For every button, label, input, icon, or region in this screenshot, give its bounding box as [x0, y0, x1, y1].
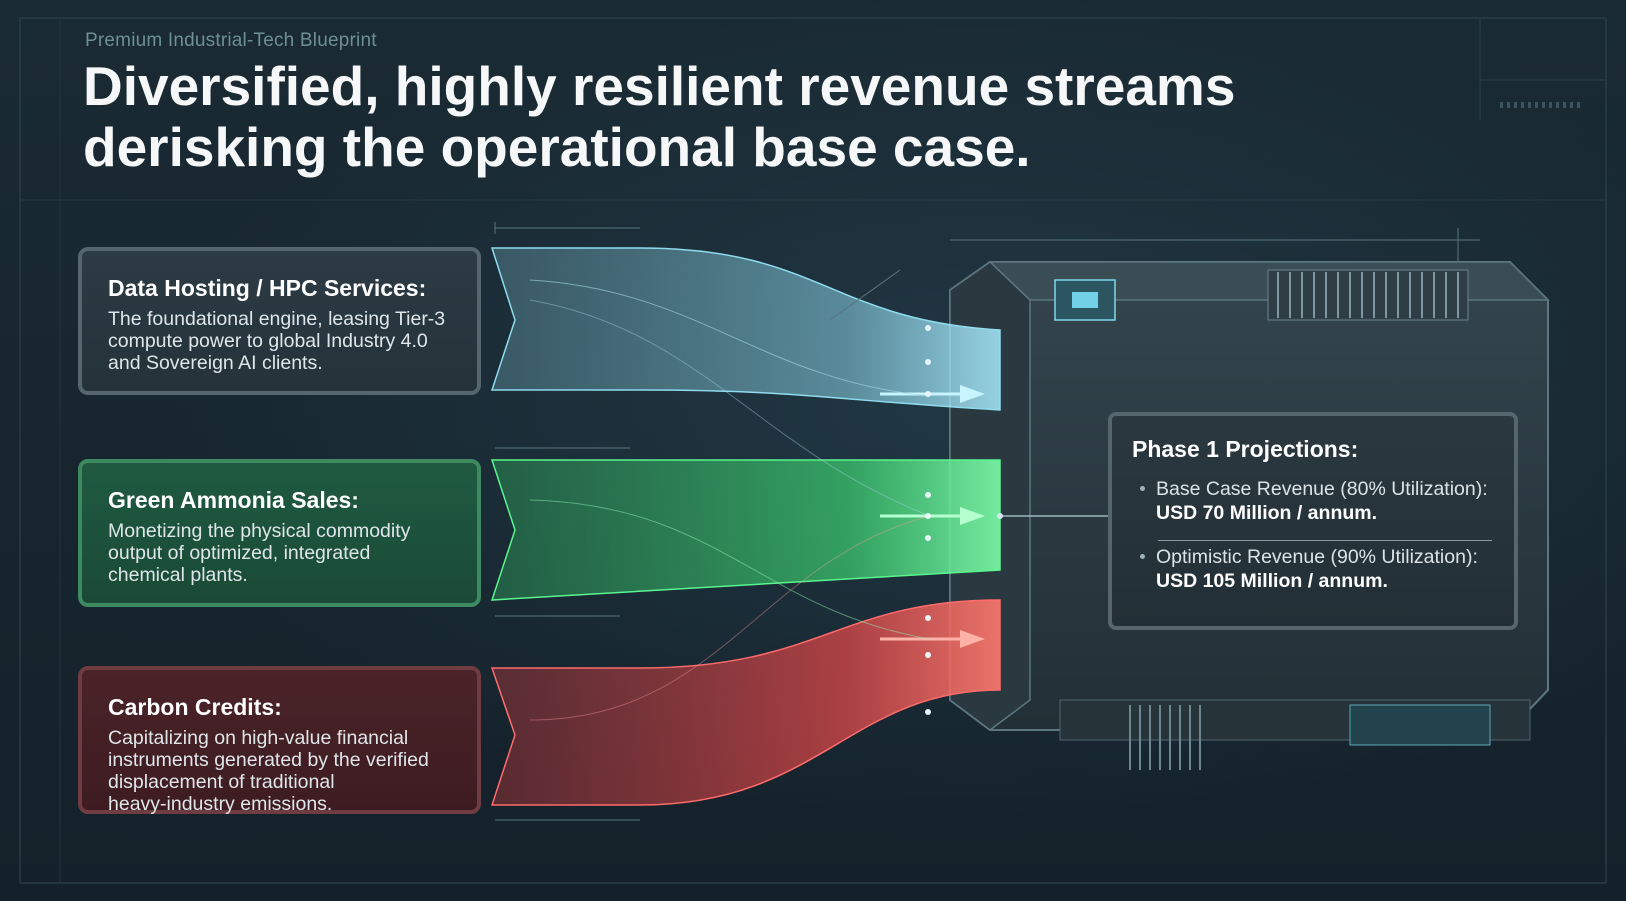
stream-description-line: and Sovereign AI clients.: [108, 352, 323, 374]
eyebrow-label: Premium Industrial-Tech Blueprint: [85, 30, 377, 51]
stream-description: Monetizing the physical commodity output…: [108, 520, 455, 586]
stream-title: Green Ammonia Sales:: [108, 487, 359, 513]
projection-label: Optimistic Revenue (90% Utilization):: [1156, 546, 1478, 568]
stream-description: Capitalizing on high-value financial ins…: [108, 727, 455, 815]
stream-description-line: output of optimized, integrated: [108, 542, 371, 564]
stream-description-line: instruments generated by the verified: [108, 749, 429, 771]
stream-description-line: heavy-industry emissions.: [108, 793, 333, 815]
bullet-icon: [1140, 554, 1145, 559]
stream-description-line: chemical plants.: [108, 564, 248, 586]
stream-description-line: compute power to global Industry 4.0: [108, 330, 428, 352]
projections-panel: Phase 1 Projections: Base Case Revenue (…: [1108, 412, 1518, 630]
stream-description-line: Capitalizing on high-value financial: [108, 727, 409, 749]
stream-description: The foundational engine, leasing Tier-3 …: [108, 308, 455, 374]
projection-base-case: Base Case Revenue (80% Utilization): USD…: [1132, 477, 1492, 525]
divider: [1158, 540, 1492, 541]
page-title-line-2: derisking the operational base case.: [83, 116, 1031, 178]
projections-title: Phase 1 Projections:: [1132, 436, 1359, 462]
stream-title: Carbon Credits:: [108, 694, 282, 720]
projection-value: USD 70 Million / annum.: [1156, 502, 1378, 524]
stream-card-data-hosting: Data Hosting / HPC Services: The foundat…: [78, 247, 481, 395]
stream-title: Data Hosting / HPC Services:: [108, 275, 427, 301]
stream-card-carbon-credits: Carbon Credits: Capitalizing on high-val…: [78, 666, 481, 815]
projection-optimistic: Optimistic Revenue (90% Utilization): US…: [1132, 545, 1492, 593]
stream-card-green-ammonia: Green Ammonia Sales: Monetizing the phys…: [78, 459, 481, 607]
page-title-line-1: Diversified, highly resilient revenue st…: [83, 55, 1236, 117]
stream-description-line: Monetizing the physical commodity: [108, 520, 411, 542]
page-title: Diversified, highly resilient revenue st…: [83, 56, 1383, 178]
stream-description-line: displacement of traditional: [108, 771, 335, 793]
stream-description-line: The foundational engine, leasing Tier-3: [108, 308, 446, 330]
projection-label: Base Case Revenue (80% Utilization):: [1156, 478, 1488, 500]
projection-value: USD 105 Million / annum.: [1156, 570, 1388, 592]
bullet-icon: [1140, 486, 1145, 491]
